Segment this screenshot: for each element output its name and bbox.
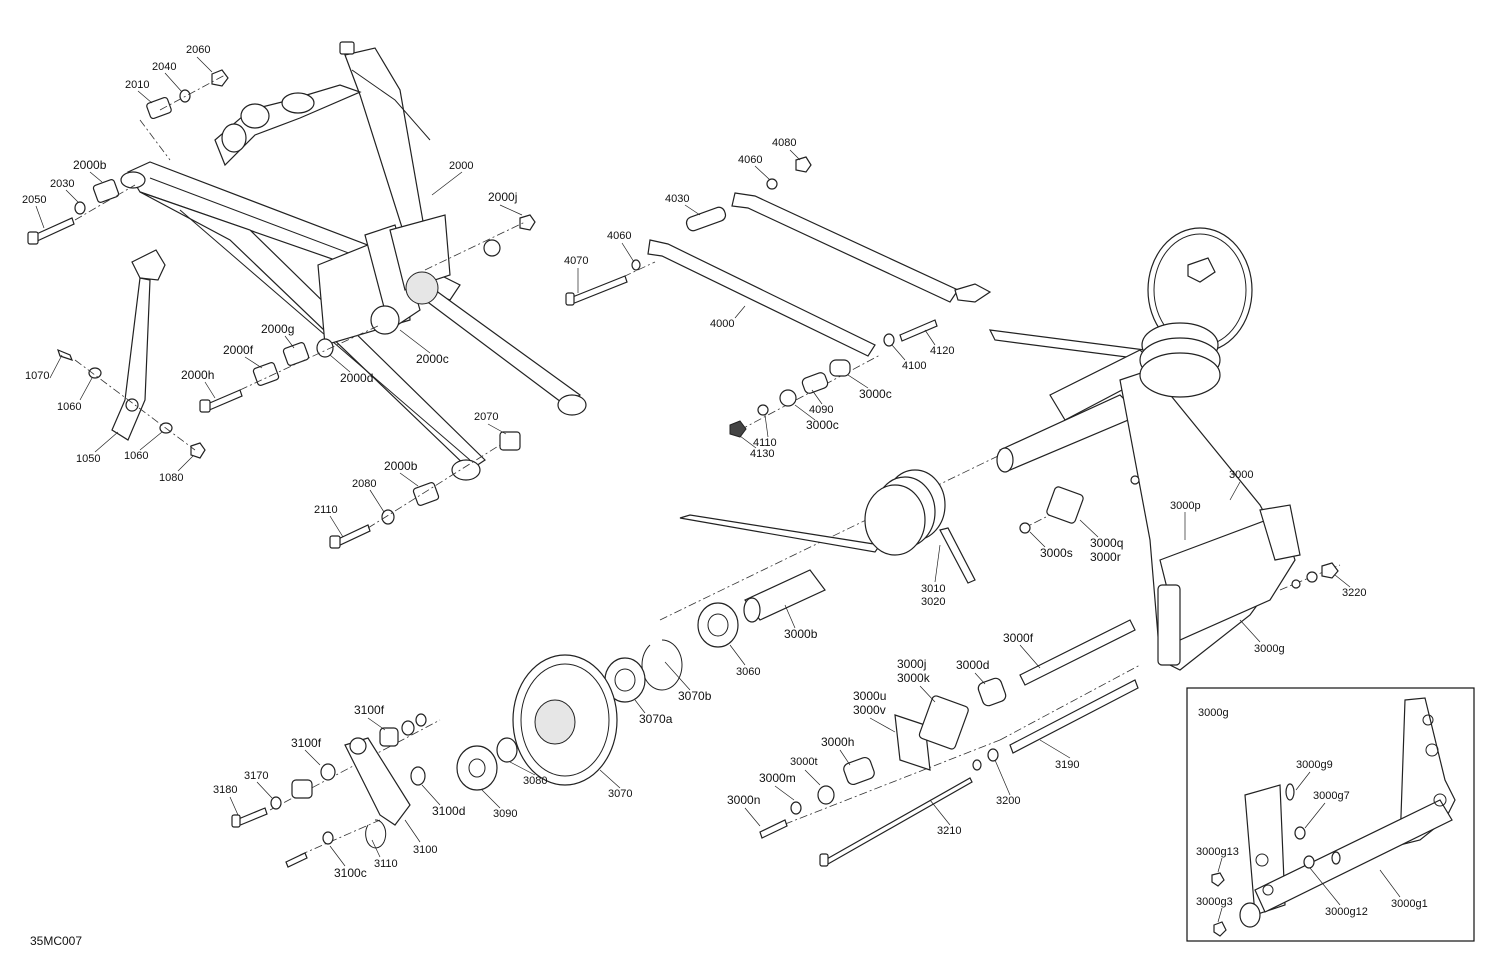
callout-label: 3170	[244, 770, 268, 782]
torsion-spring-3010	[679, 469, 976, 584]
callout-label: 4100	[902, 360, 926, 372]
callout-label: 3000g7	[1313, 790, 1350, 802]
callout-label: 2000f	[223, 343, 254, 357]
callout-labels: 2060 2040 2010 2000b 2030 2050 2000 2000…	[22, 44, 1428, 918]
callout-label: 4030	[665, 193, 689, 205]
links-4000	[565, 156, 992, 438]
callout-label: 3000n	[727, 793, 760, 807]
callout-label: 2010	[125, 79, 149, 91]
callout-label: 3000r	[1090, 550, 1121, 564]
callout-label: 3000v	[853, 703, 886, 717]
callout-label: 3020	[921, 596, 945, 608]
lever-1050	[57, 249, 206, 459]
callout-label: 3000c	[859, 387, 892, 401]
callout-label: 3000g3	[1196, 896, 1233, 908]
callout-label: 3080	[523, 775, 547, 787]
callout-label: 3000h	[821, 735, 854, 749]
callout-label: 3000c	[806, 418, 839, 432]
callout-label: 3000	[1229, 469, 1253, 481]
callout-label: 2030	[50, 178, 74, 190]
callout-label: 2000h	[181, 368, 214, 382]
callout-label: 1050	[76, 453, 100, 465]
spring-coils-rear	[1139, 322, 1221, 398]
callout-label: 3000t	[790, 756, 818, 768]
callout-label: 3100c	[334, 866, 367, 880]
callout-label: 3000s	[1040, 546, 1073, 560]
callout-label: 4070	[564, 255, 588, 267]
callout-label: 4090	[809, 404, 833, 416]
callout-label: 4130	[750, 448, 774, 460]
callout-label: 3000g	[1254, 643, 1285, 655]
callout-label: 3070a	[639, 712, 673, 726]
leader-lines	[35, 56, 1401, 923]
callout-label: 1070	[25, 370, 49, 382]
callout-label: 2000d	[340, 371, 373, 385]
callout-label: 3000k	[897, 671, 931, 685]
callout-label: 3000p	[1170, 500, 1201, 512]
callout-label: 3180	[213, 784, 237, 796]
callout-label: 4060	[607, 230, 631, 242]
callout-label: 2000	[449, 160, 473, 172]
callout-label: 3000u	[853, 689, 886, 703]
callout-label: 2110	[314, 504, 338, 516]
callout-label: 2000b	[384, 459, 418, 473]
callout-label: 3000g1	[1391, 898, 1428, 910]
callout-label: 3060	[736, 666, 760, 678]
callout-label: 2070	[474, 411, 498, 423]
callout-label: 2000b	[73, 158, 107, 172]
callout-label: 4080	[772, 137, 796, 149]
callout-label: 3070b	[678, 689, 712, 703]
callout-label: 3000m	[759, 771, 796, 785]
callout-label: 3000g13	[1196, 846, 1239, 858]
callout-label: 1060	[124, 450, 148, 462]
diagram-id: 35MC007	[30, 934, 82, 948]
shaft-components	[456, 569, 826, 791]
callout-label: 3000g9	[1296, 759, 1333, 771]
callout-label: 3010	[921, 583, 945, 595]
callout-label: 3000q	[1090, 536, 1123, 550]
callout-label: 3000g12	[1325, 906, 1368, 918]
rear-arm-hardware	[1019, 475, 1339, 589]
callout-label: 1080	[159, 472, 183, 484]
callout-label: 4120	[930, 345, 954, 357]
rear-hardware-lower	[759, 619, 1139, 867]
rear-arm-3000	[988, 227, 1301, 671]
callout-label: 3000d	[956, 658, 989, 672]
lever-3100	[231, 713, 427, 868]
callout-label: 3200	[996, 795, 1020, 807]
front-arm-hardware	[27, 69, 536, 549]
callout-label: 3100	[413, 844, 437, 856]
callout-label: 3100d	[432, 804, 465, 818]
inset-3000g	[1186, 687, 1475, 942]
callout-label: 3090	[493, 808, 517, 820]
callout-label: 3100f	[291, 736, 322, 750]
callout-label: 3000f	[1003, 631, 1034, 645]
callout-label: 4000	[710, 318, 734, 330]
callout-label: 4110	[753, 437, 777, 449]
callout-label: 2040	[152, 61, 176, 73]
callout-label: 2080	[352, 478, 376, 490]
callout-label: 1060	[57, 401, 81, 413]
front-arm-2000	[120, 41, 587, 481]
callout-label: 2050	[22, 194, 46, 206]
callout-label: 3190	[1055, 759, 1079, 771]
callout-label: 3210	[937, 825, 961, 837]
callout-label: 3070	[608, 788, 632, 800]
callout-label: 3110	[374, 858, 398, 870]
callout-label: 4060	[738, 154, 762, 166]
callout-label: 2060	[186, 44, 210, 56]
callout-label: 3100f	[354, 703, 385, 717]
callout-label: 2000c	[416, 352, 449, 366]
inset-title: 3000g	[1198, 707, 1229, 719]
callout-label: 3000j	[897, 657, 926, 671]
callout-label: 3220	[1342, 587, 1366, 599]
callout-label: 2000j	[488, 190, 517, 204]
callout-label: 3000b	[784, 627, 818, 641]
callout-label: 2000g	[261, 322, 294, 336]
